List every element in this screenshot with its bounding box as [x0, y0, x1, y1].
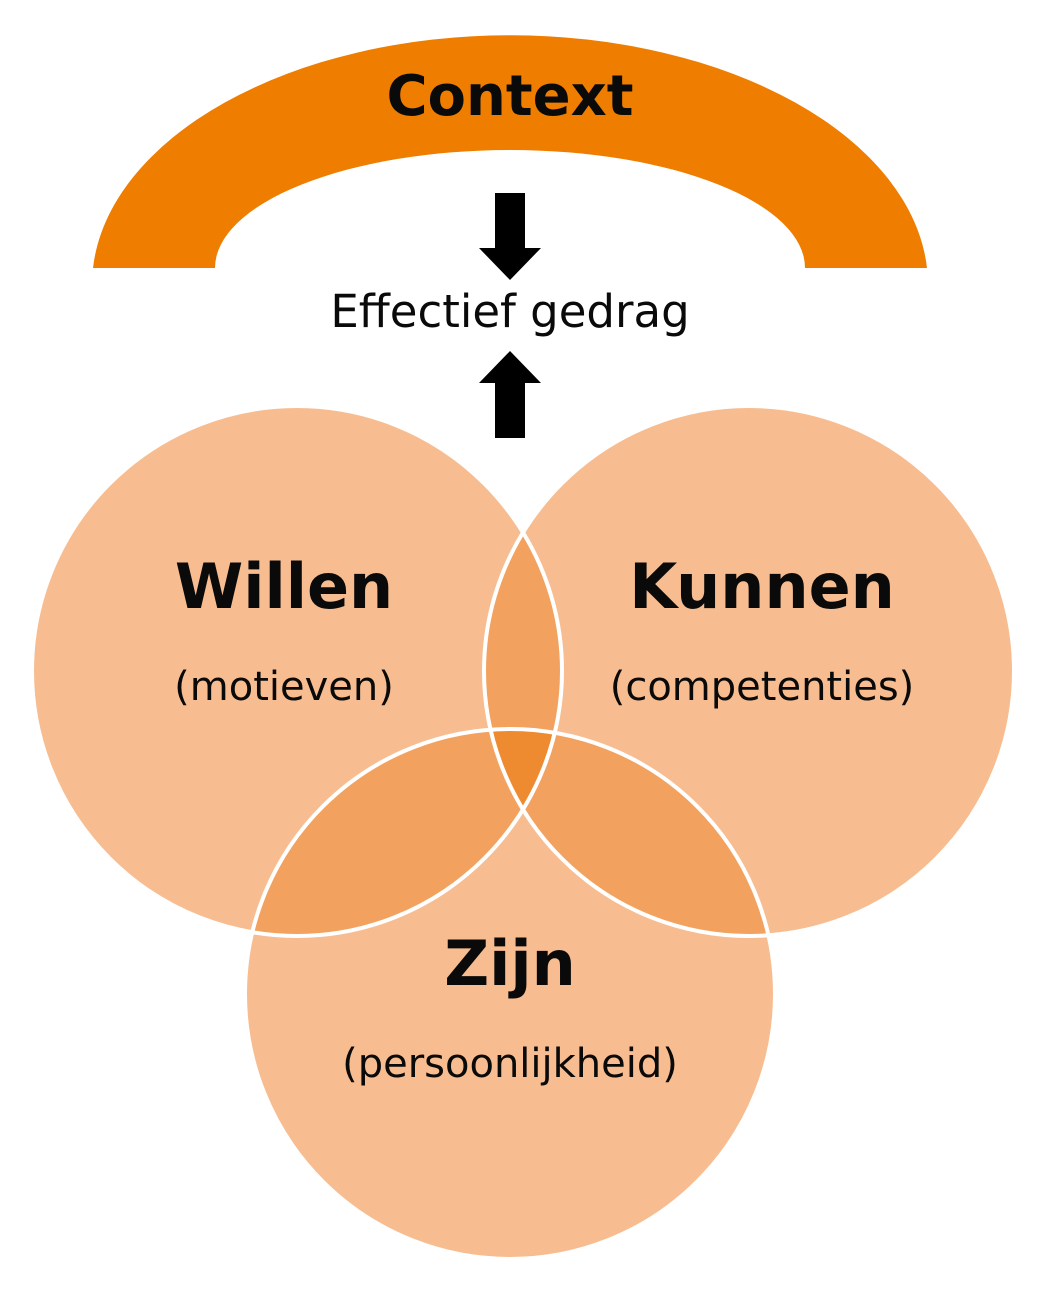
- zijn-subtitle: (persoonlijkheid): [342, 1041, 678, 1087]
- context-label: Context: [386, 64, 633, 129]
- willen-outline: [30, 404, 564, 938]
- arrow-down-icon: [479, 193, 541, 280]
- overlap-kunnen-zijn: [484, 729, 775, 936]
- willen-title: Willen: [175, 550, 393, 623]
- arrow-up-icon: [479, 351, 541, 438]
- zijn-outline: [243, 727, 777, 1261]
- kunnen-title: Kunnen: [629, 550, 895, 623]
- overlap-willen-zijn: [245, 729, 562, 936]
- willen-subtitle: (motieven): [174, 664, 394, 710]
- kunnen-outline: [482, 404, 1016, 938]
- context-arch: [93, 35, 927, 269]
- zijn-title: Zijn: [444, 927, 576, 1000]
- effectief-gedrag-label: Effectief gedrag: [330, 285, 689, 338]
- kunnen-subtitle: (competenties): [610, 664, 915, 710]
